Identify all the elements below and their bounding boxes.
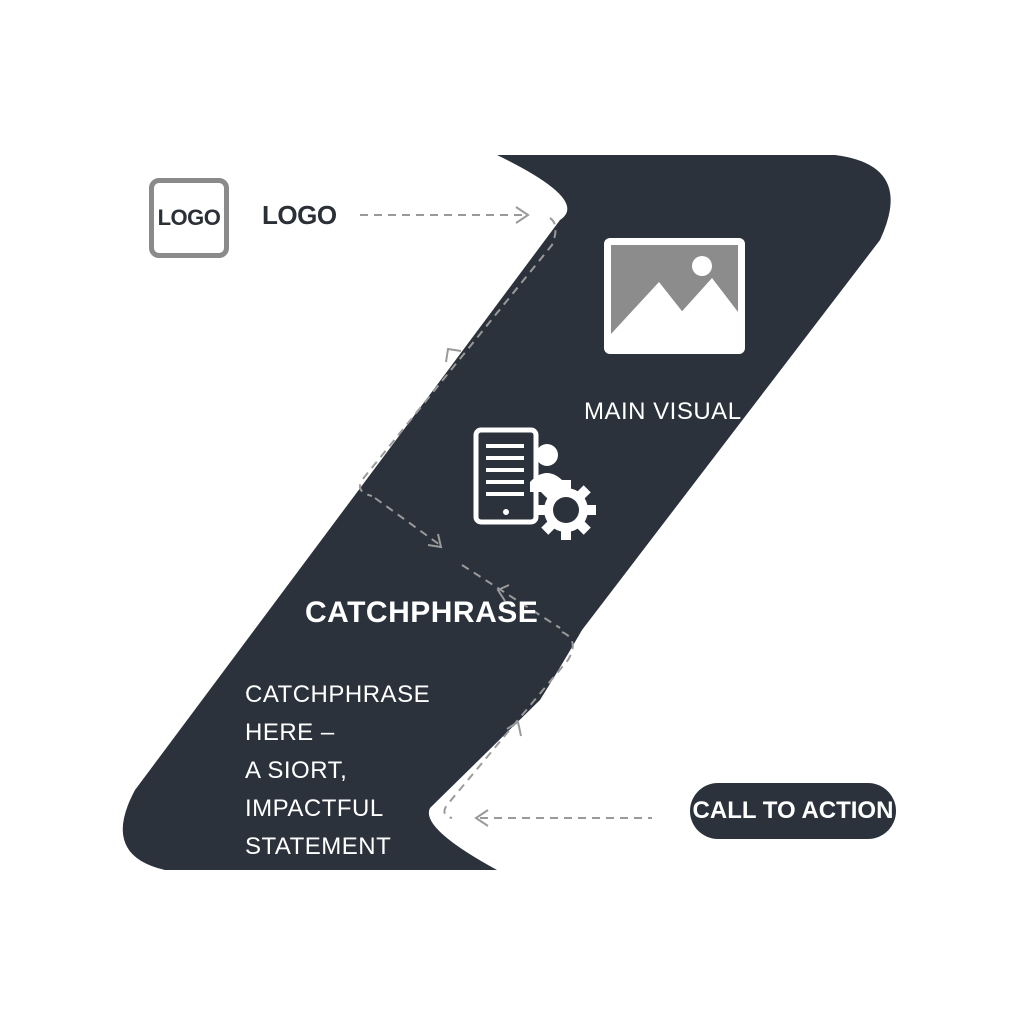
logo-box-text: LOGO xyxy=(157,205,221,230)
arrow-head-lower-up xyxy=(506,720,522,737)
arrow-head-right xyxy=(515,206,530,224)
catchphrase-title: CATCHPHRASE xyxy=(305,596,539,629)
connector-arrowheads xyxy=(427,206,530,827)
document-person-gear-icon xyxy=(473,427,596,540)
logo-box[interactable]: LOGO xyxy=(149,178,229,258)
catchphrase-line-3: STATEMENT xyxy=(245,833,392,860)
flow-connectors xyxy=(359,214,652,819)
connector-diagonal-lower xyxy=(443,631,574,819)
catchphrase-line-1: CATCHPHRASE HERE – xyxy=(245,681,431,746)
catchphrase-line-2: A SIORT, IMPACTFUL xyxy=(245,757,384,822)
image-placeholder-icon xyxy=(604,238,745,354)
connector-diagonal-down xyxy=(359,217,557,497)
arrow-head-cta xyxy=(474,809,489,827)
arrow-head-middle xyxy=(427,533,443,549)
arrow-head-middle-back xyxy=(496,584,510,602)
call-to-action-button[interactable]: CALL TO ACTION xyxy=(690,783,896,839)
catchphrase-body: CATCHPHRASE HERE – A SIORT, IMPACTFUL ST… xyxy=(245,676,485,866)
logo-label: LOGO xyxy=(262,200,337,230)
arrow-head-diag-up xyxy=(445,347,462,363)
main-visual-label: MAIN VISUAL xyxy=(584,398,742,425)
connector-middle-cross-2 xyxy=(461,564,561,629)
